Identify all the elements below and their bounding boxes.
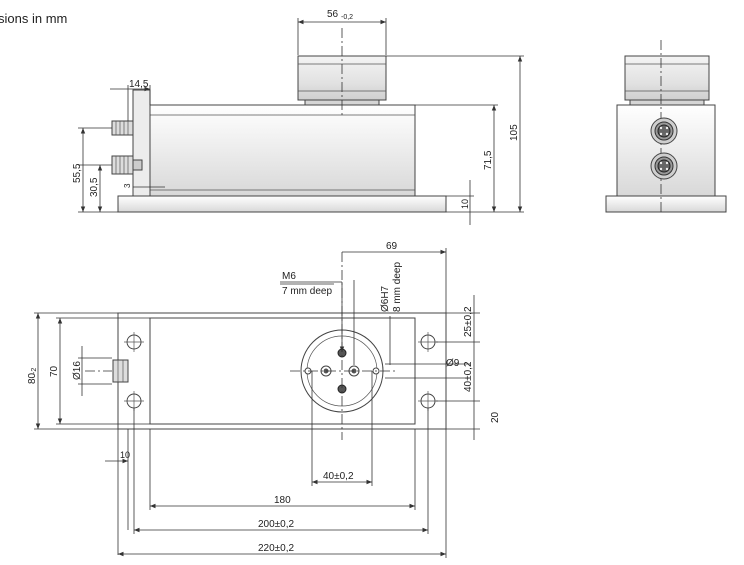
dimensions-caption: sions in mm [0, 11, 68, 26]
mount-hole-left-top [124, 332, 144, 352]
dim-connector-upper: 55,5 [72, 163, 83, 183]
lower-connector [111, 155, 143, 175]
dim-length-180: 180 [274, 495, 291, 506]
dim-right-bottom: 20 [490, 411, 501, 423]
dim-width-inner: 70 [49, 365, 60, 377]
label-pin: Ø6H7 [380, 285, 391, 312]
end-base-plate [605, 195, 727, 213]
side-main-body [149, 104, 416, 197]
dim-connector-lower: 30,5 [89, 177, 100, 197]
upper-connector [111, 120, 134, 136]
end-lower-connector [650, 152, 678, 180]
dim-length-200: 200±0,2 [258, 519, 295, 530]
label-thread: M6 [282, 271, 296, 282]
mount-hole-left-bottom [124, 391, 144, 411]
dim-mount-hole: Ø9 [446, 358, 460, 369]
label-thread-depth: 7 mm deep [282, 286, 332, 297]
top-view: 69 M6 7 mm deep Ø6H7 8 mm deep 80 -2 70 … [27, 241, 501, 558]
top-load-cap [290, 252, 395, 440]
end-load-cap [624, 55, 710, 101]
dim-hole-offset: 69 [386, 241, 398, 252]
dim-right-mid: 40±0,2 [463, 361, 474, 392]
top-base-plate [117, 312, 447, 430]
dim-connector-dia: Ø16 [72, 361, 83, 380]
dim-hole-spacing: 40±0,2 [323, 471, 354, 482]
mount-hole-right-bottom [418, 391, 438, 411]
dim-small: 3 [123, 183, 132, 188]
dim-top-width-tol: -0,2 [341, 14, 353, 21]
dim-left-offset: 10 [120, 450, 130, 460]
dim-right-top: 25±0,2 [463, 306, 474, 337]
side-base-plate [117, 195, 447, 213]
dim-top-width: 56 [327, 9, 339, 20]
dim-base-height: 10 [460, 199, 470, 209]
label-pin-depth: 8 mm deep [392, 262, 403, 312]
dim-width-outer: 80 [27, 372, 38, 384]
side-view: 56 -0,2 14,5 55,5 30,5 3 10 71,5 105 [72, 9, 524, 225]
end-upper-connector [650, 117, 678, 145]
dim-length-220: 220±0,2 [258, 543, 295, 554]
dim-width-outer-tol: -2 [31, 368, 38, 374]
dim-body-height: 71,5 [483, 150, 494, 170]
mount-hole-right-top [418, 332, 438, 352]
side-connector-bracket [132, 89, 151, 197]
top-connector [112, 359, 129, 383]
dim-connector-offset: 14,5 [129, 79, 149, 90]
end-view [605, 40, 727, 213]
dim-total-height: 105 [509, 124, 520, 141]
